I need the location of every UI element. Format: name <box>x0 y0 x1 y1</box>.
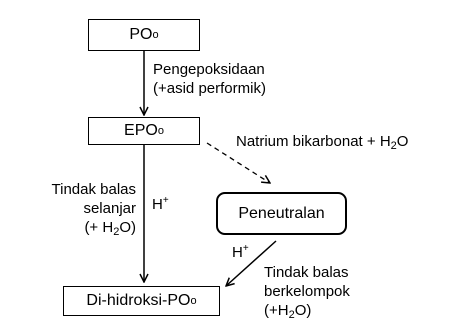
label-batch-line3-subscript: 2 <box>288 309 295 321</box>
node-peneutralan: Peneutralan <box>216 192 347 235</box>
label-epoxidation-line2: (+asid performik) <box>153 80 266 97</box>
label-bicarbonate-text: Natrium bikarbonat + H <box>236 133 391 150</box>
arrow-epo-to-peneutralan <box>206 142 270 183</box>
label-batch-reaction: Tindak balas berkelompok (+H2O) <box>264 263 350 321</box>
label-parallel-line3-pre: (+ H <box>84 219 114 236</box>
node-po-label: PO <box>129 26 153 43</box>
arrow-peneutralan-to-dihidroksi <box>226 240 277 286</box>
label-parallel-catalyst-h: H <box>152 196 163 213</box>
label-parallel-reaction: Tindak balas selanjar (+ H2O) <box>6 180 137 238</box>
label-batch-catalyst: H+ <box>232 243 249 262</box>
label-bicarbonate-tail: O <box>396 133 409 150</box>
label-bicarbonate-subscript: 2 <box>390 140 397 152</box>
label-bicarbonate: Natrium bikarbonat + H2O <box>236 132 409 152</box>
label-parallel-catalyst: H+ <box>152 195 169 214</box>
label-parallel-line1: Tindak balas <box>51 181 137 198</box>
label-batch-line2: berkelompok <box>264 283 350 300</box>
label-parallel-line2: selanjar <box>83 200 136 217</box>
label-batch-line3: (+H2O) <box>264 301 350 321</box>
label-batch-line3-pre: (+H <box>264 302 289 319</box>
node-epo-label: EPO <box>124 122 158 139</box>
label-parallel-line3: (+ H2O) <box>6 218 136 238</box>
label-parallel-catalyst-sup: + <box>162 195 169 206</box>
label-epoxidation: Pengepoksidaan (+asid performik) <box>153 60 266 98</box>
label-batch-catalyst-h: H <box>232 244 243 261</box>
node-dihidroksi-label: Di-hidroksi-PO <box>86 292 191 309</box>
node-peneutralan-label: Peneutralan <box>238 204 325 222</box>
label-batch-line1: Tindak balas <box>264 264 349 281</box>
label-epoxidation-line1: Pengepoksidaan <box>153 61 265 78</box>
label-batch-catalyst-sup: + <box>242 243 249 254</box>
label-parallel-line3-post: O) <box>119 219 136 236</box>
label-parallel-line3-subscript: 2 <box>113 226 120 238</box>
label-batch-line3-post: O) <box>294 302 312 319</box>
